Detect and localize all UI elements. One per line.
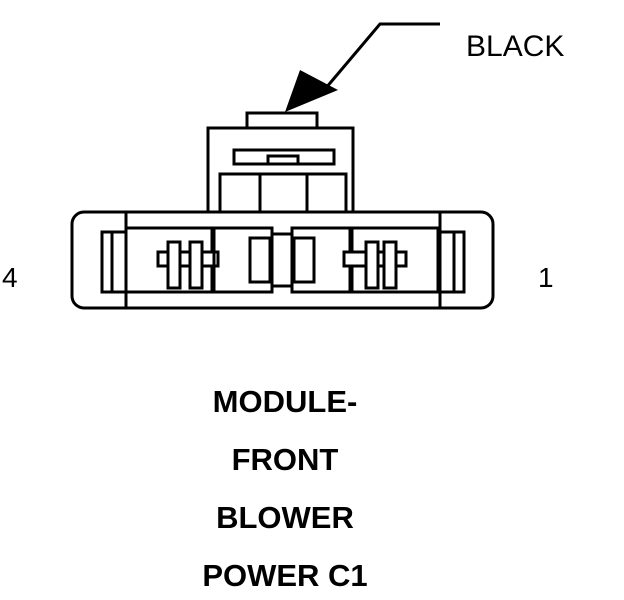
title-line-3: BLOWER: [216, 500, 354, 535]
connector-diagram: BLACK: [2, 22, 564, 310]
callout-arrowhead: [285, 70, 338, 112]
title-line-4: POWER C1: [202, 558, 368, 593]
title-line-2: FRONT: [231, 442, 339, 477]
pin-number-right: 1: [538, 262, 554, 293]
wire-color-label: BLACK: [466, 30, 564, 63]
pin-number-left: 4: [2, 262, 18, 293]
callout-leader: [318, 22, 440, 96]
connector-body: [70, 111, 495, 310]
title-line-1: MODULE-: [212, 384, 358, 419]
